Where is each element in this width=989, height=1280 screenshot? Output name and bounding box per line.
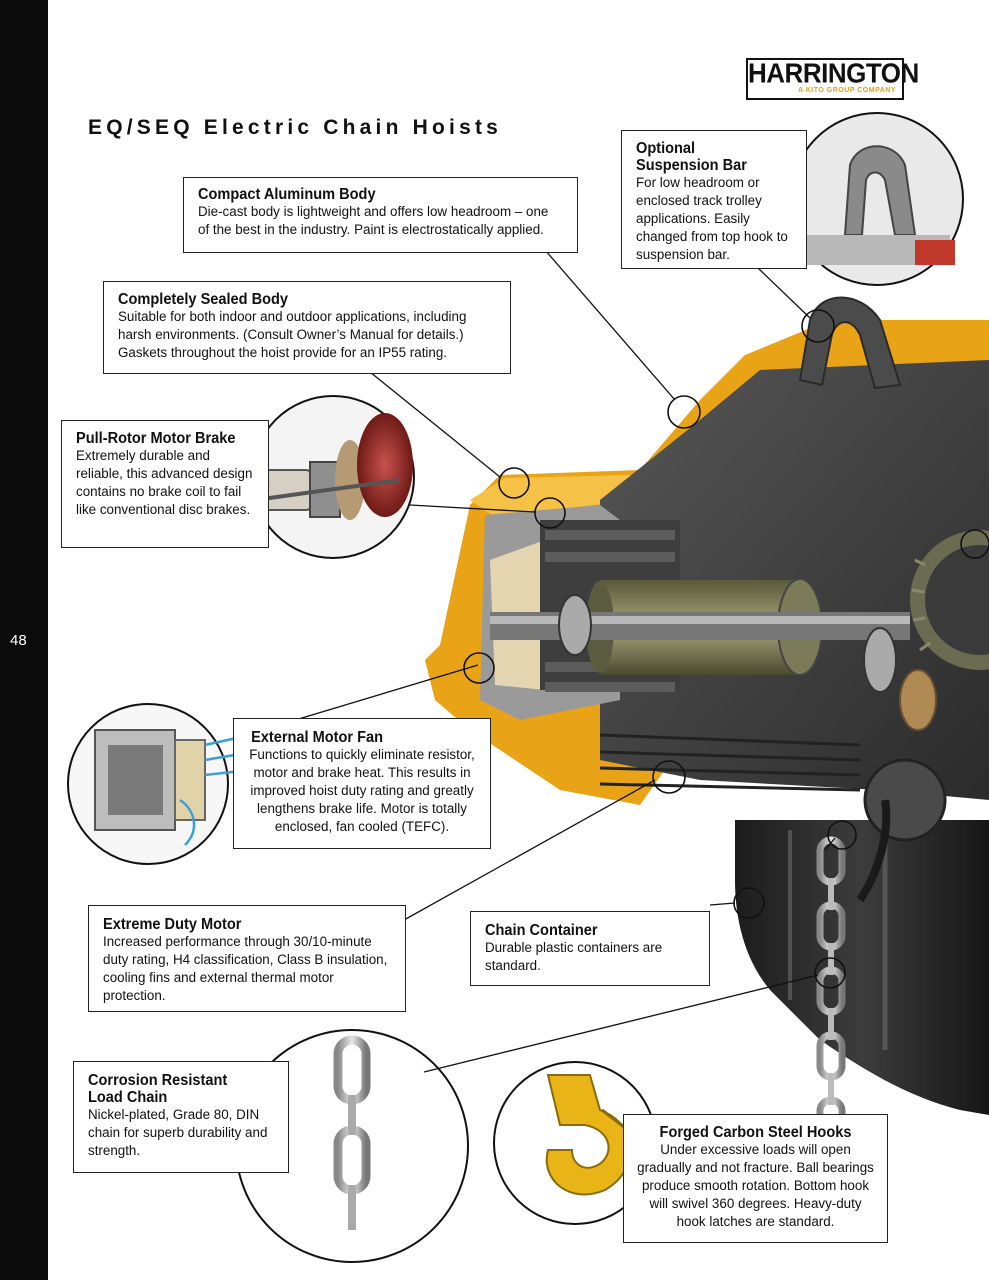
- callout-load-chain: Corrosion Resistant Load Chain Nickel-pl…: [73, 1061, 289, 1173]
- page-sidebar: 48: [0, 0, 48, 1280]
- chain-container-shape: [735, 820, 989, 1115]
- callout-title: Extreme Duty Motor: [103, 916, 242, 933]
- callout-title-line1: Optional: [636, 140, 696, 157]
- callout-suspension-bar: Optional Suspension Bar For low headroom…: [621, 130, 807, 269]
- callout-body: Functions to quickly eliminate resistor,…: [249, 747, 475, 834]
- callout-duty-motor: Extreme Duty Motor Increased performance…: [88, 905, 406, 1012]
- suspension-bar-shape: [798, 296, 902, 390]
- page-title: EQ/SEQ Electric Chain Hoists: [88, 116, 503, 139]
- callout-title-line1: Corrosion Resistant: [88, 1072, 228, 1089]
- callout-title-line2: Load Chain: [88, 1089, 168, 1106]
- callout-body: Under excessive loads will open graduall…: [637, 1142, 874, 1229]
- callout-motor-fan: External Motor Fan Functions to quickly …: [233, 718, 491, 849]
- harrington-logo: HARRINGTON A KITO GROUP COMPANY: [746, 57, 919, 100]
- callout-chain-container: Chain Container Durable plastic containe…: [470, 911, 710, 986]
- callout-sealed-body: Completely Sealed Body Suitable for both…: [103, 281, 511, 374]
- logo-wordmark: HARRINGTON: [748, 57, 919, 89]
- callout-title: Forged Carbon Steel Hooks: [659, 1124, 852, 1141]
- callout-title: Optional Suspension Bar: [636, 140, 783, 174]
- callout-title: External Motor Fan: [251, 729, 384, 746]
- callout-body: Nickel-plated, Grade 80, DIN chain for s…: [88, 1107, 268, 1158]
- callout-aluminum-body: Compact Aluminum Body Die-cast body is l…: [183, 177, 578, 253]
- callout-title: Completely Sealed Body: [118, 291, 289, 308]
- page-number: 48: [10, 632, 27, 649]
- callout-title: Compact Aluminum Body: [198, 186, 376, 203]
- callout-title: Chain Container: [485, 922, 598, 939]
- callout-motor-brake: Pull-Rotor Motor Brake Extremely durable…: [61, 420, 269, 548]
- callout-title: Pull-Rotor Motor Brake: [76, 430, 236, 447]
- callout-steel-hooks: Forged Carbon Steel Hooks Under excessiv…: [623, 1114, 888, 1243]
- callout-body: Extremely durable and reliable, this adv…: [76, 448, 253, 517]
- callout-body: For low headroom or enclosed track troll…: [636, 175, 788, 262]
- callout-body: Suitable for both indoor and outdoor app…: [118, 309, 467, 360]
- callout-title-line2: Suspension Bar: [636, 157, 747, 174]
- logo-tagline: A KITO GROUP COMPANY: [797, 87, 896, 94]
- callout-body: Die-cast body is lightweight and offers …: [198, 204, 549, 237]
- callout-body: Increased performance through 30/10-minu…: [103, 934, 388, 1003]
- callout-body: Durable plastic containers are standard.: [485, 940, 663, 973]
- callout-title: Corrosion Resistant Load Chain: [88, 1072, 263, 1106]
